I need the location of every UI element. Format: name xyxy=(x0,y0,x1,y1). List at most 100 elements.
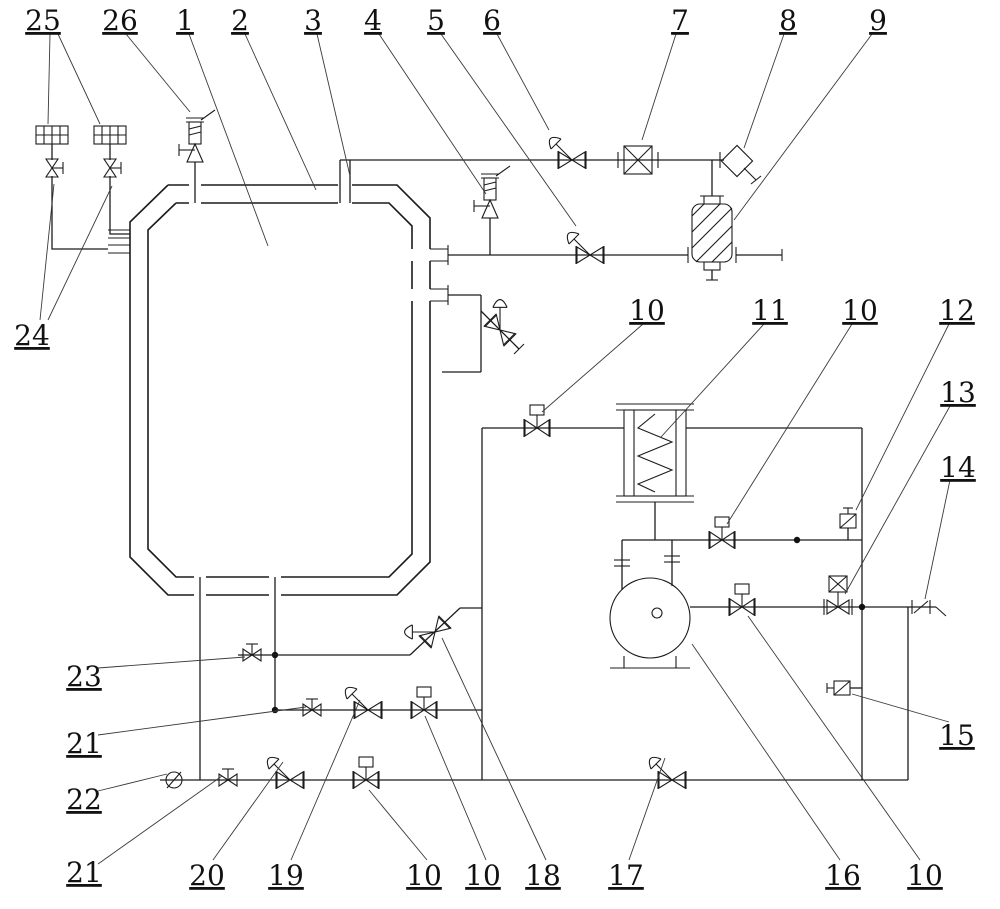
ref-label-16: 16 xyxy=(825,859,861,892)
regulator-15 xyxy=(826,680,862,696)
leader-line xyxy=(924,479,951,600)
control-valve-17 xyxy=(648,756,687,790)
ref-label-11: 11 xyxy=(752,294,788,327)
gauge-cock-right xyxy=(103,158,122,178)
ref-label-13: 13 xyxy=(940,376,976,409)
gauge-cock-left xyxy=(45,158,64,178)
leader-line xyxy=(851,693,950,723)
ref-label-24: 24 xyxy=(14,319,50,352)
leader-line xyxy=(212,761,284,861)
leader-line xyxy=(743,33,785,149)
leader-line xyxy=(188,33,269,247)
junction-dot xyxy=(858,603,866,611)
strainer-8 xyxy=(719,144,762,185)
valve-10-b xyxy=(708,516,736,550)
safety-valve-4 xyxy=(473,165,511,219)
leader-line xyxy=(441,637,547,861)
bottom-piping xyxy=(160,577,908,790)
ref-label-14: 14 xyxy=(940,451,976,484)
leader-line xyxy=(660,323,765,438)
valve-10-c xyxy=(728,583,756,617)
ref-label-15: 15 xyxy=(939,719,975,752)
ref-label-4: 4 xyxy=(364,4,382,37)
gauge-box-right xyxy=(93,125,127,145)
control-valve-6 xyxy=(548,136,587,170)
sampling-assembly xyxy=(430,285,527,373)
ref-label-7: 7 xyxy=(671,4,689,37)
leader-line xyxy=(368,789,428,861)
valve-10-d xyxy=(410,686,438,720)
separator-9 xyxy=(687,195,737,281)
control-valve-18 xyxy=(402,605,452,655)
gauge-box-left xyxy=(35,125,69,145)
leader-line xyxy=(47,33,51,125)
leader-line xyxy=(97,773,168,792)
leader-line xyxy=(424,715,487,861)
leader-line xyxy=(316,33,351,177)
ref-label-3: 3 xyxy=(304,4,322,37)
leader-line xyxy=(47,185,113,321)
ref-label-5: 5 xyxy=(427,4,445,37)
leader-line xyxy=(641,33,677,141)
ref-label-25: 25 xyxy=(25,4,61,37)
hand-valve-21-lower xyxy=(218,768,238,787)
leader-line xyxy=(57,33,101,125)
hand-valve-23 xyxy=(242,643,262,662)
leader-line xyxy=(97,706,307,736)
ref-label-2: 2 xyxy=(231,4,249,37)
circulation-loop xyxy=(481,403,947,780)
leader-line xyxy=(39,183,55,321)
ref-label-10-d: 10 xyxy=(465,859,501,892)
safety-valve-26 xyxy=(178,109,216,203)
ref-label-9: 9 xyxy=(869,4,887,37)
leader-line xyxy=(541,323,644,413)
ref-label-19: 19 xyxy=(268,859,304,892)
ref-label-18: 18 xyxy=(525,859,561,892)
leader-line xyxy=(97,656,246,669)
coil-heat-exchanger-11 xyxy=(616,403,694,503)
control-valve-5 xyxy=(566,231,605,265)
ref-label-21-a: 21 xyxy=(66,727,102,760)
leader-line xyxy=(496,33,550,131)
control-valve-19 xyxy=(344,686,383,720)
ref-label-10-b: 10 xyxy=(842,294,878,327)
ref-label-23: 23 xyxy=(66,660,102,693)
leader-line xyxy=(855,323,950,511)
vent-line xyxy=(339,136,762,203)
sight-glass-22 xyxy=(165,771,183,789)
leader-line xyxy=(290,699,361,861)
ref-label-1: 1 xyxy=(176,4,194,37)
ref-label-10-c: 10 xyxy=(406,859,442,892)
check-valve-14 xyxy=(908,600,947,617)
ref-label-21-b: 21 xyxy=(66,856,102,889)
control-valve-20 xyxy=(266,756,305,790)
ref-label-20: 20 xyxy=(189,859,225,892)
ref-label-8: 8 xyxy=(779,4,797,37)
ref-label-10-e: 10 xyxy=(907,859,943,892)
leader-line xyxy=(844,405,951,595)
leader-line xyxy=(628,757,666,861)
leader-lines xyxy=(39,33,951,865)
ref-label-12: 12 xyxy=(939,294,975,327)
junction-dot xyxy=(793,536,801,544)
hand-valve-21-upper xyxy=(302,698,322,717)
leader-line xyxy=(733,33,873,221)
reference-labels: 25 26 1 2 3 4 5 6 7 8 9 10 11 10 12 13 1… xyxy=(14,4,976,892)
leader-line xyxy=(97,775,223,865)
ref-label-6: 6 xyxy=(483,4,501,37)
pump-16 xyxy=(609,540,691,669)
leader-line xyxy=(726,323,853,525)
level-gauge-assembly xyxy=(35,125,130,254)
sampling-valve xyxy=(477,297,527,347)
tank-vessel xyxy=(129,184,431,596)
solenoid-valve-13 xyxy=(823,575,853,616)
leader-line xyxy=(244,33,317,191)
ref-label-17: 17 xyxy=(608,859,644,892)
leader-line xyxy=(440,33,577,227)
valve-10-e xyxy=(352,756,380,790)
ref-label-22: 22 xyxy=(66,783,102,816)
leader-line xyxy=(691,643,841,861)
ref-label-26: 26 xyxy=(102,4,138,37)
